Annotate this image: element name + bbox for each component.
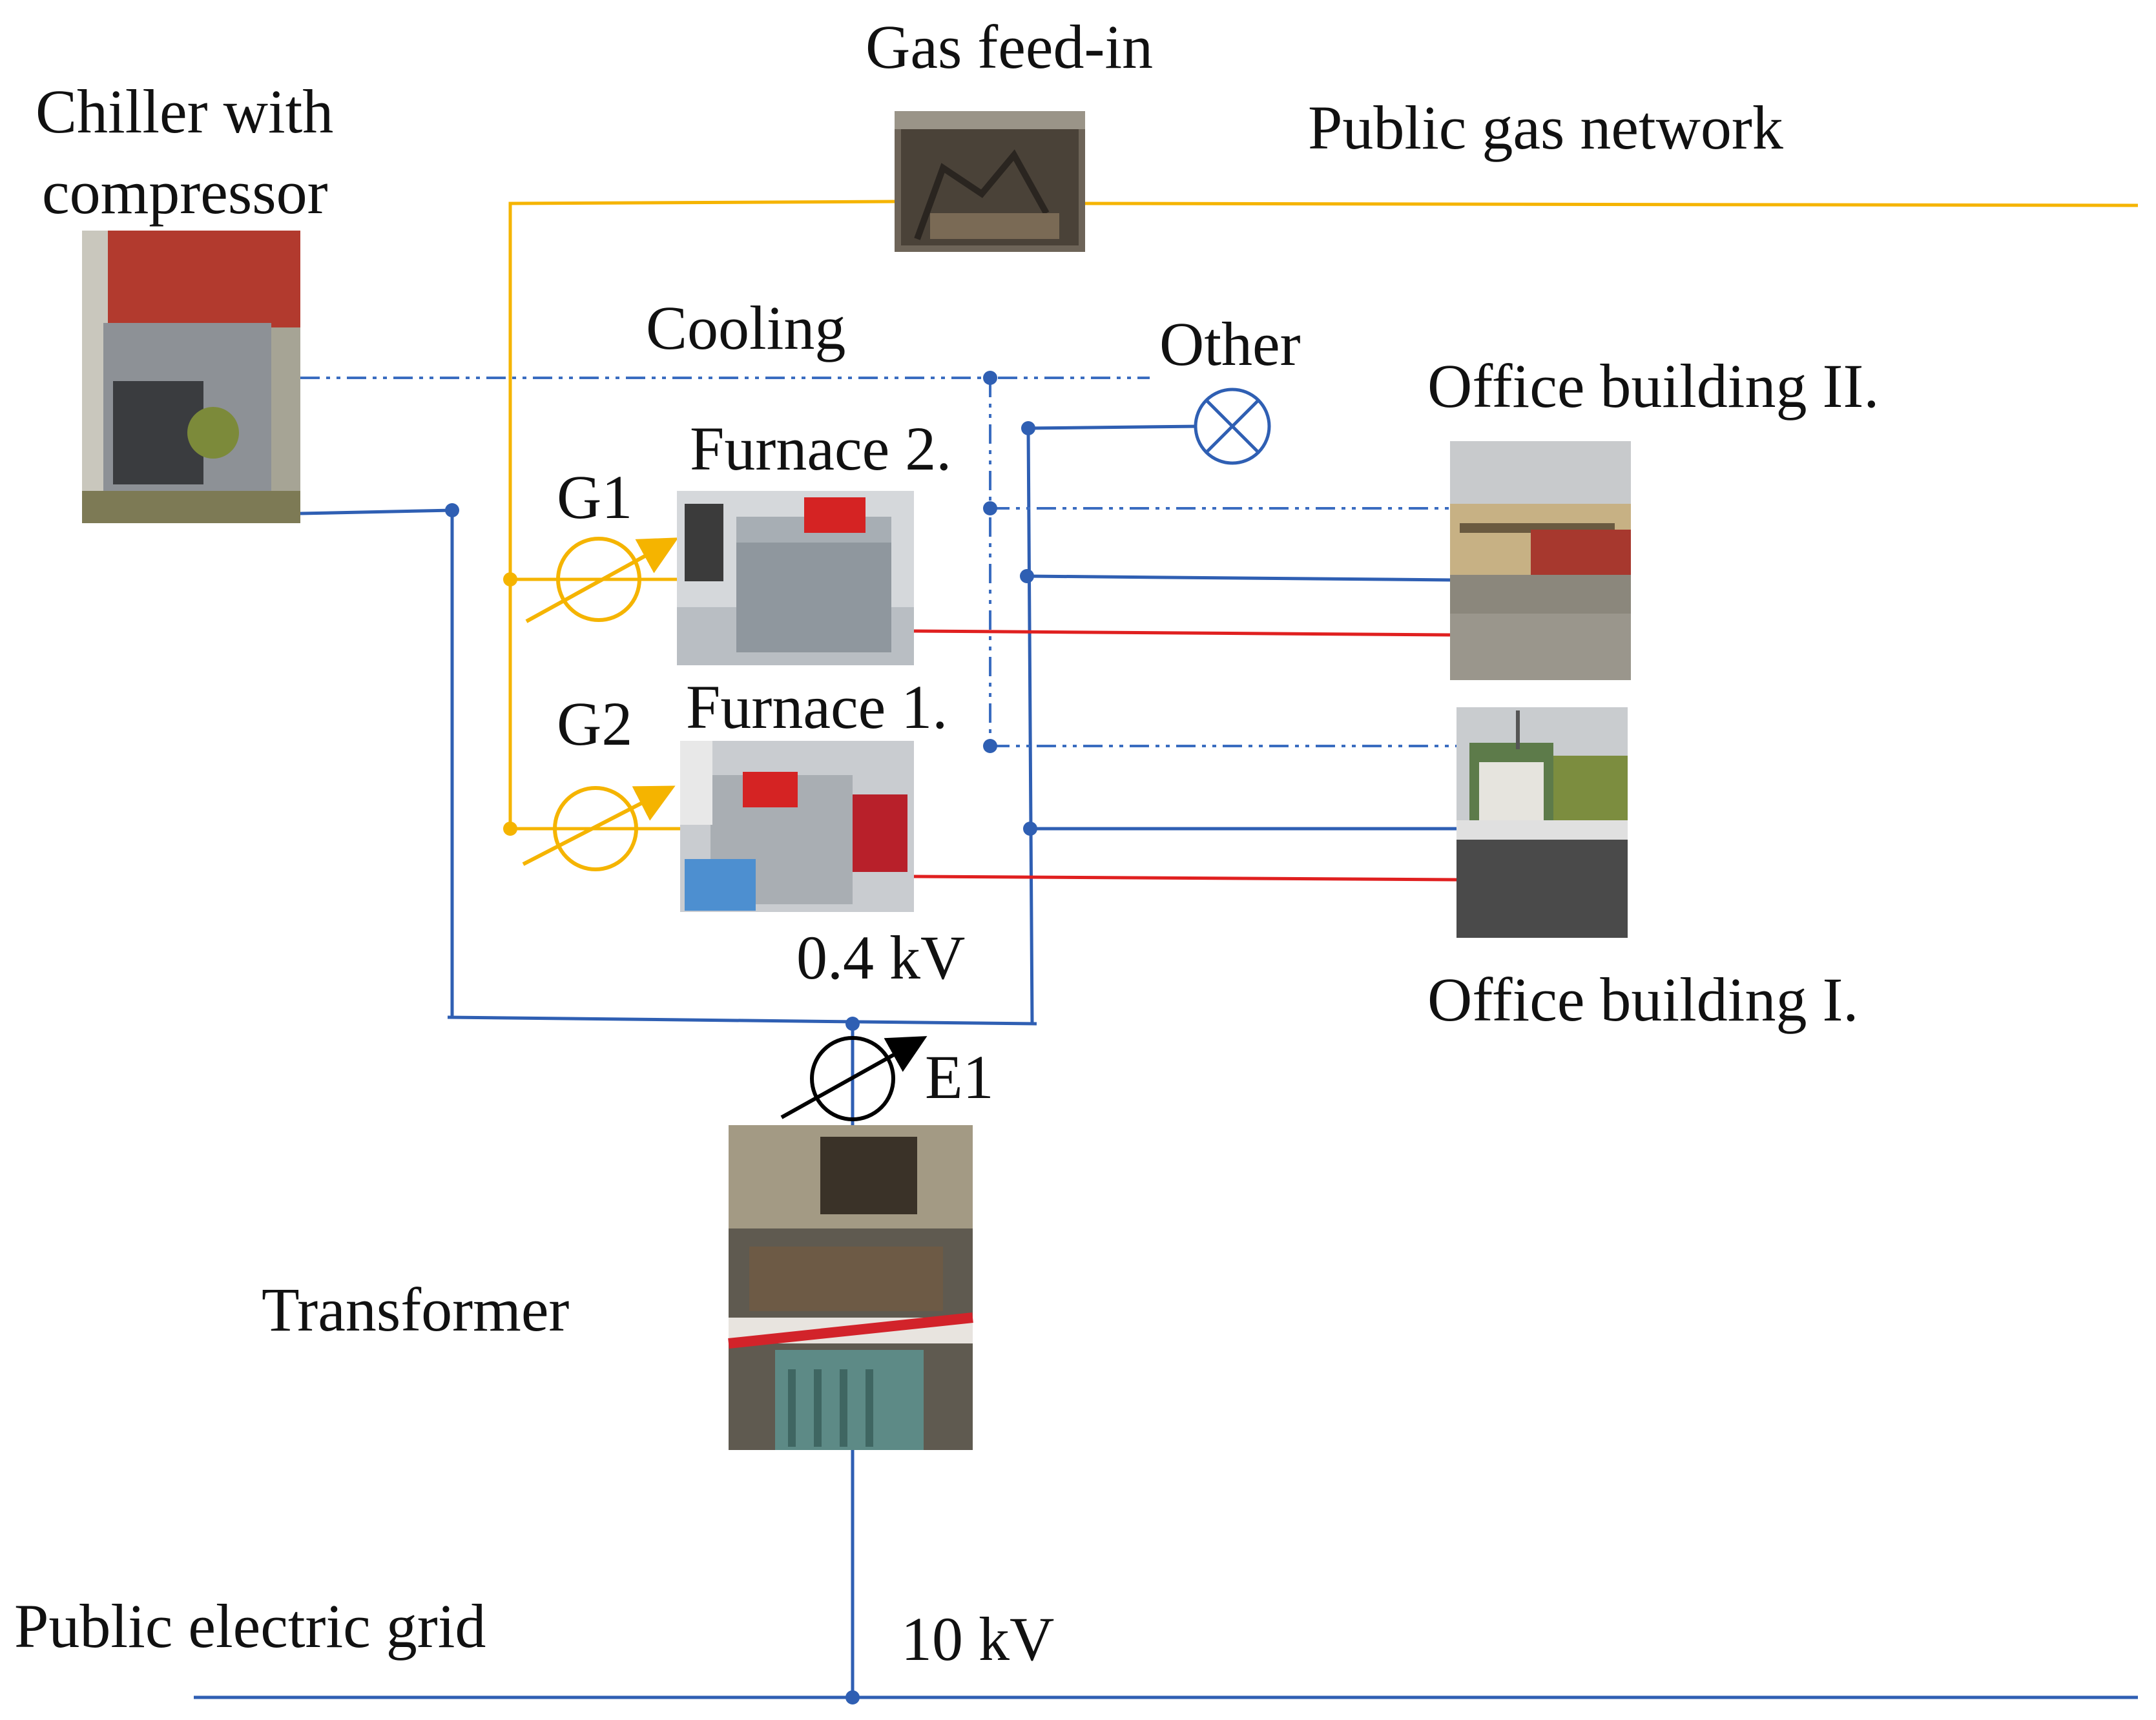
gas-meter-g1-label: G1 xyxy=(557,462,632,532)
furnace-2-label: Furnace 2. xyxy=(690,414,951,483)
heat-furnace-1-to-office-1 xyxy=(913,875,1457,882)
gas-meter-g1 xyxy=(525,537,679,623)
public-gas-network-label: Public gas network xyxy=(1308,93,1783,162)
other-load-symbol xyxy=(1194,388,1271,465)
gas-network xyxy=(503,200,2139,836)
furnace-1-photo xyxy=(680,741,914,912)
gas-meter-g2-label: G2 xyxy=(557,689,632,758)
electric-meter-e1 xyxy=(780,1036,928,1121)
chiller-label-line1: Chiller with xyxy=(36,77,333,146)
public-gas-line xyxy=(1084,202,2139,207)
gas-meter-g2 xyxy=(522,785,676,871)
electric-meter-e1-label: E1 xyxy=(925,1042,994,1112)
low-voltage-bus xyxy=(447,1015,1037,1026)
elec-junction-bus xyxy=(845,1017,860,1031)
chiller-label-line2: compressor xyxy=(42,158,328,227)
office-2-power xyxy=(1026,574,1454,582)
elec-junction-grid xyxy=(845,1690,860,1704)
electric-network xyxy=(194,421,2138,1704)
office-building-1-label: Office building I. xyxy=(1427,965,1858,1034)
office-building-2-photo xyxy=(1450,441,1631,680)
gas-junction-2 xyxy=(503,822,517,836)
low-voltage-label: 0.4 kV xyxy=(796,923,965,992)
office-building-1-photo xyxy=(1456,707,1628,938)
transformer-label: Transformer xyxy=(262,1275,569,1344)
gas-feed-in-photo xyxy=(895,111,1085,252)
cool-junction-office-1 xyxy=(983,739,997,753)
gas-main-line xyxy=(508,200,895,829)
other-label: Other xyxy=(1159,309,1301,378)
gas-feed-in-label: Gas feed-in xyxy=(866,12,1153,81)
furnace-1-label: Furnace 1. xyxy=(686,672,948,741)
chiller-power-line xyxy=(300,508,454,1017)
cooling-network xyxy=(300,371,1456,753)
public-electric-grid-label: Public electric grid xyxy=(14,1591,486,1661)
elec-junction-chiller xyxy=(445,503,459,517)
heat-furnace-2-to-office-2 xyxy=(913,629,1451,637)
high-voltage-label: 10 kV xyxy=(901,1604,1054,1673)
elec-junction-other xyxy=(1021,421,1035,435)
elec-junction-office-1 xyxy=(1023,822,1037,836)
cool-junction-main xyxy=(983,371,997,385)
gas-junction-1 xyxy=(503,572,517,586)
elec-junction-office-2 xyxy=(1020,569,1034,583)
furnace-2-photo xyxy=(677,491,914,665)
distribution-riser xyxy=(1026,424,1202,1024)
chiller-photo xyxy=(82,231,300,523)
cooling-label: Cooling xyxy=(646,293,845,362)
transformer-photo xyxy=(728,1125,973,1450)
office-building-2-label: Office building II. xyxy=(1427,351,1879,420)
heating-network xyxy=(913,629,1457,882)
cool-junction-office-2 xyxy=(983,501,997,515)
